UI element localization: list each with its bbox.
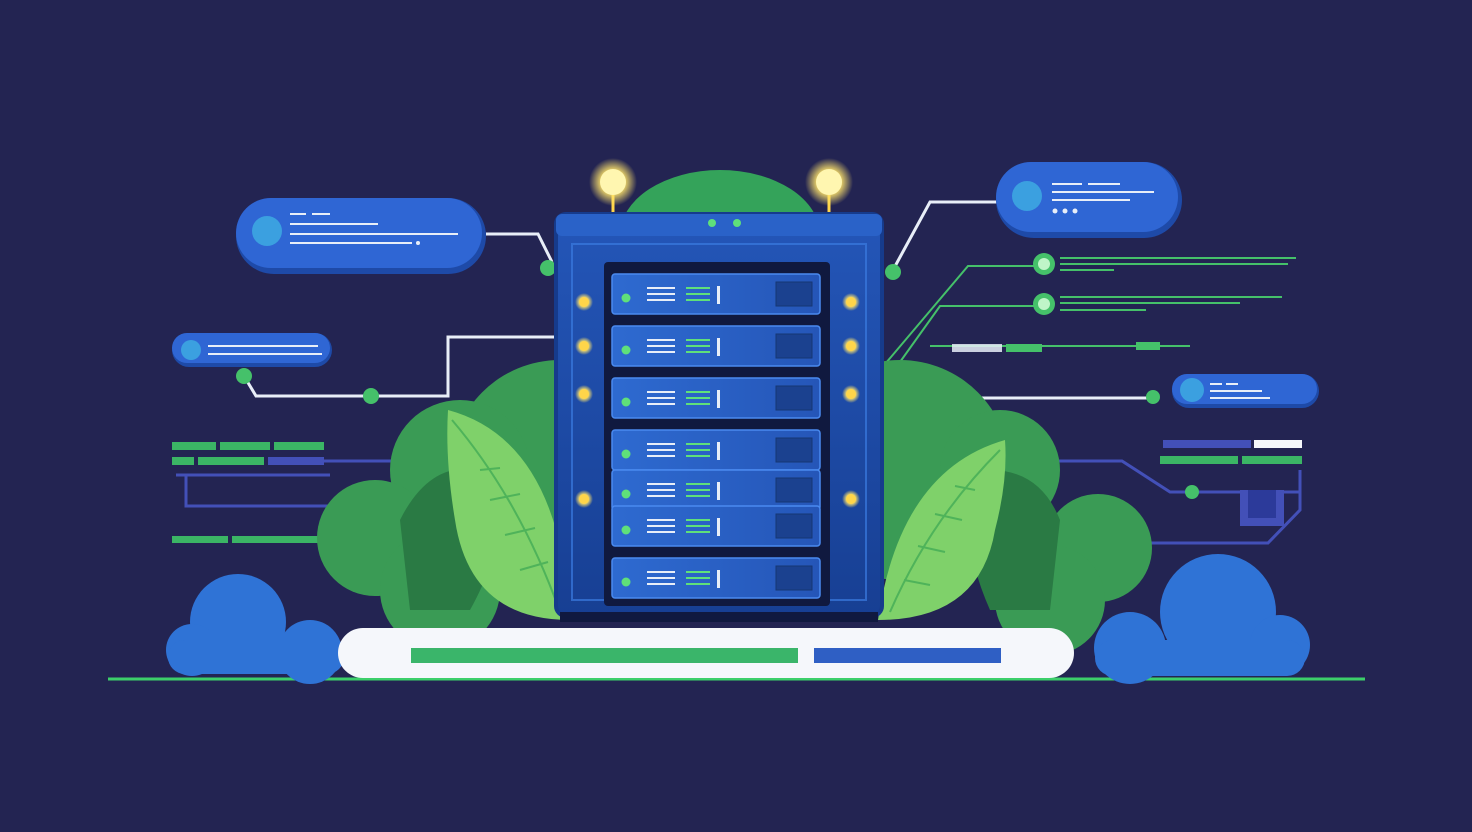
progress-bar-blue <box>814 648 1001 663</box>
status-led-core <box>846 297 856 307</box>
server-drive <box>611 469 821 511</box>
status-led-core <box>579 389 589 399</box>
progress-platform <box>338 628 1074 678</box>
connection-node-icon <box>885 264 901 280</box>
chat-bubble-icon <box>236 198 486 274</box>
server-rack-icon <box>554 212 884 622</box>
chat-bubble-icon <box>1172 374 1319 408</box>
drive-led <box>621 525 631 535</box>
connection-node-icon <box>363 388 379 404</box>
status-led-core <box>846 389 856 399</box>
drive-led <box>621 293 631 303</box>
chat-bubble-icon <box>172 333 332 367</box>
connection-node-icon <box>1146 390 1160 404</box>
server-drive <box>611 273 821 315</box>
connection-node-icon <box>1185 485 1199 499</box>
status-led-core <box>579 297 589 307</box>
drive-led <box>621 345 631 355</box>
chat-bubble-icon <box>996 162 1182 238</box>
drive-led <box>621 577 631 587</box>
right-connectors <box>879 200 1302 545</box>
server-drive <box>611 429 821 471</box>
left-connectors <box>236 232 556 404</box>
status-led-core <box>579 341 589 351</box>
antenna-light-icon <box>589 158 637 214</box>
status-led-core <box>846 494 856 504</box>
server-drive <box>611 377 821 419</box>
status-led-core <box>579 494 589 504</box>
server-drive <box>611 325 821 367</box>
leaf-icon <box>447 410 1006 620</box>
drive-led <box>621 449 631 459</box>
connection-node-icon <box>236 368 252 384</box>
drive-led <box>621 397 631 407</box>
server-drive <box>611 505 821 547</box>
status-led-core <box>846 341 856 351</box>
progress-bar-green <box>411 648 798 663</box>
cloud-icon <box>1094 554 1310 684</box>
connection-node-icon <box>540 260 556 276</box>
antenna-light-icon <box>805 158 853 214</box>
cloud-icon <box>166 574 344 684</box>
left-data-lines <box>172 442 420 543</box>
drive-led <box>621 489 631 499</box>
server-drive <box>611 557 821 599</box>
